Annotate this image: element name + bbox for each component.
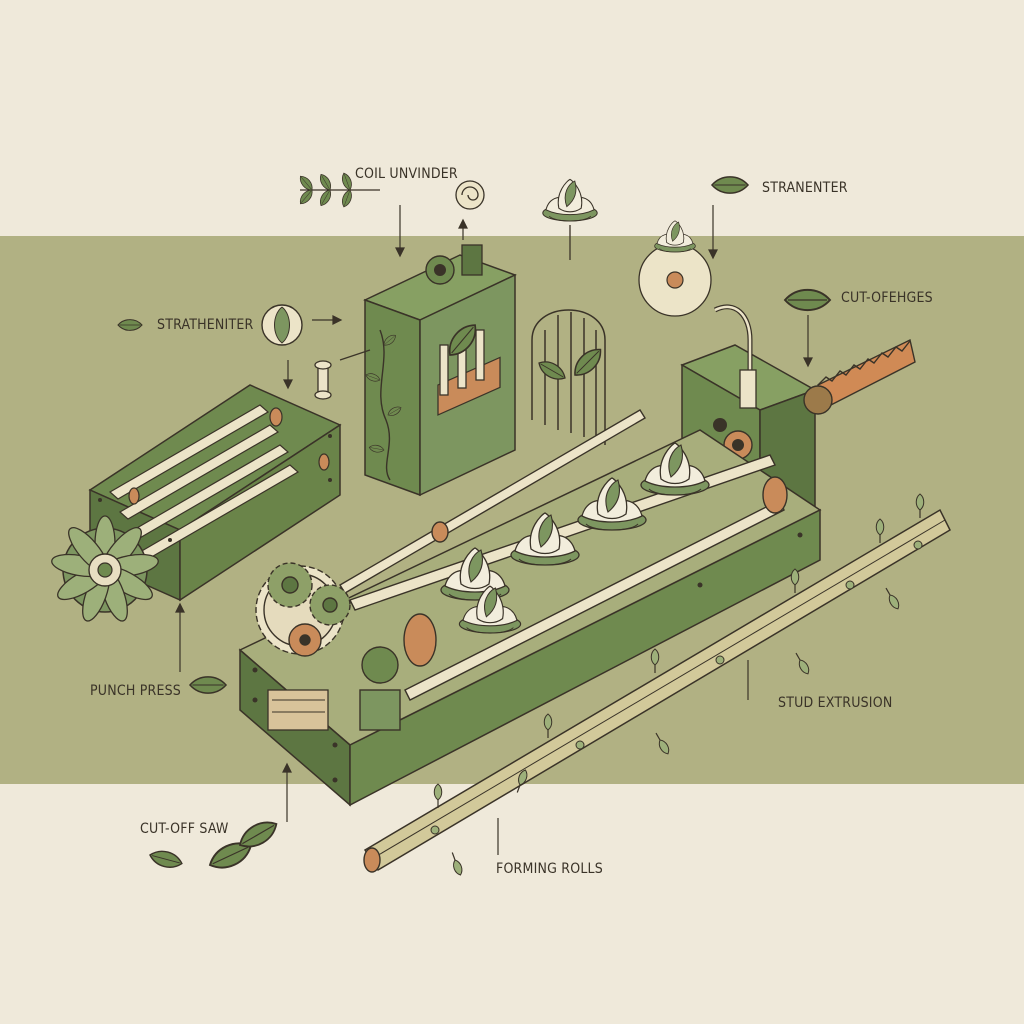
label-strathenter: STRATHENITER <box>157 317 254 333</box>
left-flower-gear <box>51 515 159 622</box>
spool-icon <box>314 360 332 400</box>
copper-discs <box>403 476 788 667</box>
label-cut-off-saw: CUT-OFF SAW <box>140 821 229 837</box>
press-tower <box>363 244 517 497</box>
gear-cluster <box>255 562 401 731</box>
stud-extrusion-rod <box>363 493 951 877</box>
label-forming-rolls: FORMING ROLLS <box>496 861 603 877</box>
arched-gate <box>531 309 608 445</box>
label-cut-ofehges: CUT-OFEHGES <box>841 290 933 306</box>
label-stud-extrusion: STUD EXTRUSION <box>778 695 893 711</box>
press-vine <box>364 329 404 481</box>
snail-icon <box>455 180 485 210</box>
label-punch-press: PUNCH PRESS <box>90 683 182 699</box>
pointer-arrows <box>175 205 813 855</box>
label-coil-unvinder: COIL UNVINDER <box>355 166 458 182</box>
top-leaf-sprig <box>296 171 380 209</box>
saw-blade-arm <box>803 338 916 415</box>
lotus-daisy-right <box>638 220 712 317</box>
label-stranenter: STRANENTER <box>762 180 848 196</box>
straightener-swirl <box>261 304 303 346</box>
lotus-emblem-top <box>542 178 598 260</box>
